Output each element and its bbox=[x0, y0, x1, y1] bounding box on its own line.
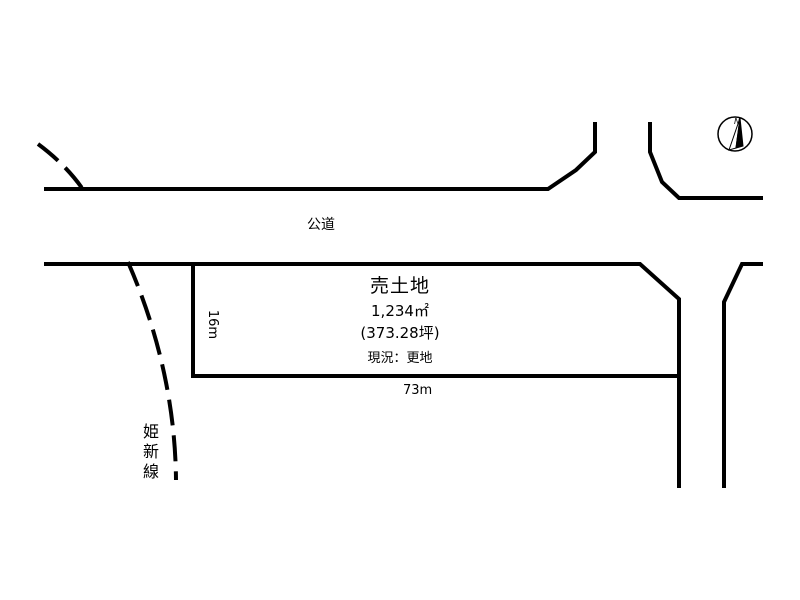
railway-line-lower bbox=[126, 261, 178, 481]
lot-status: 現況：更地 bbox=[367, 351, 433, 366]
road-edge-upper bbox=[44, 122, 597, 191]
lot-depth-label: 16m bbox=[205, 309, 221, 340]
lot-area-tsubo: (373.28坪) bbox=[360, 324, 440, 342]
compass-label: N bbox=[734, 117, 740, 126]
lot-width-label: 73m bbox=[403, 383, 433, 398]
railway-line-upper bbox=[36, 142, 84, 190]
cross-road-edge-lower-right bbox=[722, 262, 763, 488]
lot-boundary bbox=[191, 262, 681, 378]
lot-area-m2: 1,234㎡ bbox=[371, 302, 429, 320]
railway-label: 姫新線 bbox=[142, 422, 159, 481]
cross-road-edge-upper-right bbox=[648, 122, 763, 200]
lot-title: 売土地 bbox=[369, 275, 430, 297]
north-arrow-icon: N bbox=[717, 116, 753, 152]
road-label: 公道 bbox=[307, 217, 335, 233]
